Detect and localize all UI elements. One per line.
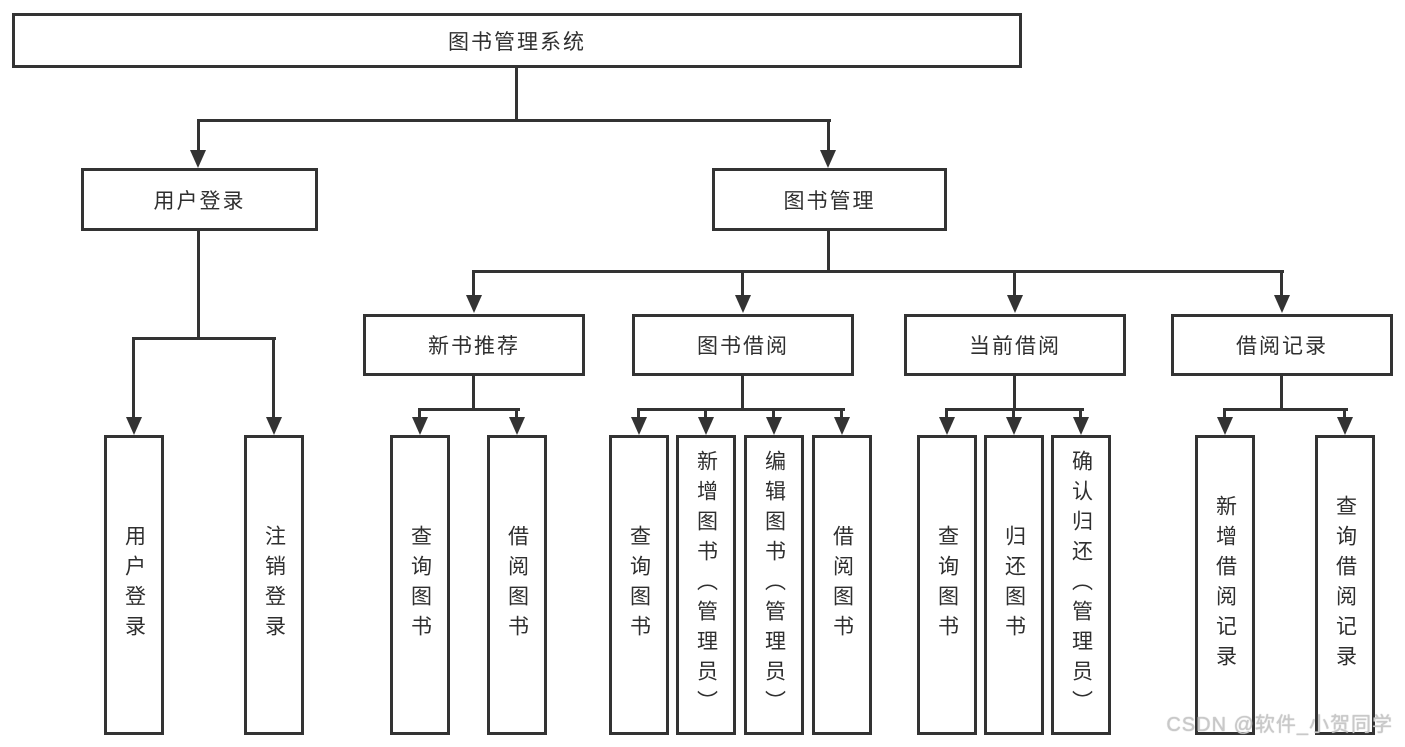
- connector-borrowrecords-stub: [1280, 376, 1283, 411]
- connector-bookborrow-stub: [741, 376, 744, 411]
- connector-stem-borrow-records: [1280, 270, 1283, 297]
- connector-stem-leaf: [1343, 408, 1346, 419]
- arrow-down-icon: [834, 417, 850, 435]
- node-label: 借阅图书: [505, 525, 529, 645]
- node-add-books-admin: 新增图书（管理员）: [676, 435, 736, 735]
- node-label: 借阅记录: [1236, 335, 1328, 358]
- node-borrow-books: 借阅图书: [812, 435, 872, 735]
- arrow-down-icon: [766, 417, 782, 435]
- node-label: 图书借阅: [697, 335, 789, 358]
- node-label: 确认归还（管理员）: [1069, 450, 1093, 720]
- node-book-borrow: 图书借阅: [632, 314, 854, 376]
- node-book-management: 图书管理: [712, 168, 947, 231]
- connector-borrowrecords-hline: [1223, 408, 1348, 411]
- arrow-down-icon: [1006, 417, 1022, 435]
- arrow-down-icon: [698, 417, 714, 435]
- arrow-down-icon: [509, 417, 525, 435]
- node-current-borrow: 当前借阅: [904, 314, 1126, 376]
- arrow-down-icon: [735, 295, 751, 313]
- node-confirm-return-admin: 确认归还（管理员）: [1051, 435, 1111, 735]
- connector-bookborrow-hline: [637, 408, 845, 411]
- connector-stem-current-borrow: [1013, 270, 1016, 297]
- arrow-down-icon: [1073, 417, 1089, 435]
- node-label: 当前借阅: [969, 335, 1061, 358]
- connector-stem-leaf: [1223, 408, 1226, 419]
- node-new-book-recommend: 新书推荐: [363, 314, 585, 376]
- connector-root-hline: [197, 119, 831, 122]
- connector-stem-leaf: [1012, 408, 1015, 419]
- connector-stem-leaf: [418, 408, 421, 419]
- connector-stem-leaf: [772, 408, 775, 419]
- arrow-down-icon: [190, 150, 206, 168]
- connector-stem-leaf: [840, 408, 843, 419]
- node-label: 查询图书: [408, 525, 432, 645]
- connector-stem-leaf: [1079, 408, 1082, 419]
- arrow-down-icon: [939, 417, 955, 435]
- arrow-down-icon: [631, 417, 647, 435]
- connector-currentborrow-stub: [1013, 376, 1016, 411]
- node-label: 图书管理: [783, 189, 876, 213]
- csdn-watermark: CSDN @软件_小贺同学: [1166, 714, 1393, 736]
- arrow-down-icon: [1217, 417, 1233, 435]
- arrow-down-icon: [1274, 295, 1290, 313]
- connector-newbook-stub: [472, 376, 475, 411]
- node-user-login-leaf: 用户登录: [104, 435, 164, 735]
- connector-stem-book-borrow: [741, 270, 744, 297]
- connector-stem-new-book: [472, 270, 475, 297]
- node-label: 新增图书（管理员）: [694, 450, 718, 720]
- node-label: 注销登录: [262, 525, 286, 645]
- connector-stem-leaf: [132, 337, 135, 419]
- node-label: 用户登录: [153, 189, 246, 213]
- connector-stem-user-login: [197, 119, 200, 152]
- arrow-down-icon: [1007, 295, 1023, 313]
- node-label: 查询借阅记录: [1333, 495, 1357, 675]
- connector-stem-book-management: [827, 119, 830, 152]
- connector-stem-leaf: [272, 337, 275, 419]
- connector-newbook-hline: [418, 408, 520, 411]
- node-query-borrow-record: 查询借阅记录: [1315, 435, 1375, 735]
- node-borrow-books: 借阅图书: [487, 435, 547, 735]
- node-label: 新增借阅记录: [1213, 495, 1237, 675]
- node-label: 新书推荐: [428, 335, 520, 358]
- connector-bookmgmt-stub: [827, 231, 830, 273]
- node-query-books: 查询图书: [390, 435, 450, 735]
- arrow-down-icon: [266, 417, 282, 435]
- arrow-down-icon: [126, 417, 142, 435]
- node-label: 查询图书: [935, 525, 959, 645]
- arrow-down-icon: [412, 417, 428, 435]
- node-label: 查询图书: [627, 525, 651, 645]
- node-library-management-system: 图书管理系统: [12, 13, 1022, 68]
- connector-userlogin-hline: [132, 337, 276, 340]
- node-edit-books-admin: 编辑图书（管理员）: [744, 435, 804, 735]
- node-add-borrow-record: 新增借阅记录: [1195, 435, 1255, 735]
- arrow-down-icon: [820, 150, 836, 168]
- node-query-books: 查询图书: [917, 435, 977, 735]
- connector-stem-leaf: [637, 408, 640, 419]
- connector-root-stub: [515, 68, 518, 122]
- node-label: 归还图书: [1002, 525, 1026, 645]
- node-return-books: 归还图书: [984, 435, 1044, 735]
- connector-stem-leaf: [945, 408, 948, 419]
- node-label: 编辑图书（管理员）: [762, 450, 786, 720]
- node-user-login: 用户登录: [81, 168, 318, 231]
- arrow-down-icon: [466, 295, 482, 313]
- connector-bookmgmt-hline: [472, 270, 1284, 273]
- node-label: 借阅图书: [830, 525, 854, 645]
- node-query-books: 查询图书: [609, 435, 669, 735]
- node-label: 用户登录: [122, 525, 146, 645]
- node-label: 图书管理系统: [448, 30, 586, 54]
- connector-stem-leaf: [704, 408, 707, 419]
- connector-userlogin-stub: [197, 231, 200, 340]
- node-logout: 注销登录: [244, 435, 304, 735]
- connector-stem-leaf: [515, 408, 518, 419]
- node-borrow-records: 借阅记录: [1171, 314, 1393, 376]
- arrow-down-icon: [1337, 417, 1353, 435]
